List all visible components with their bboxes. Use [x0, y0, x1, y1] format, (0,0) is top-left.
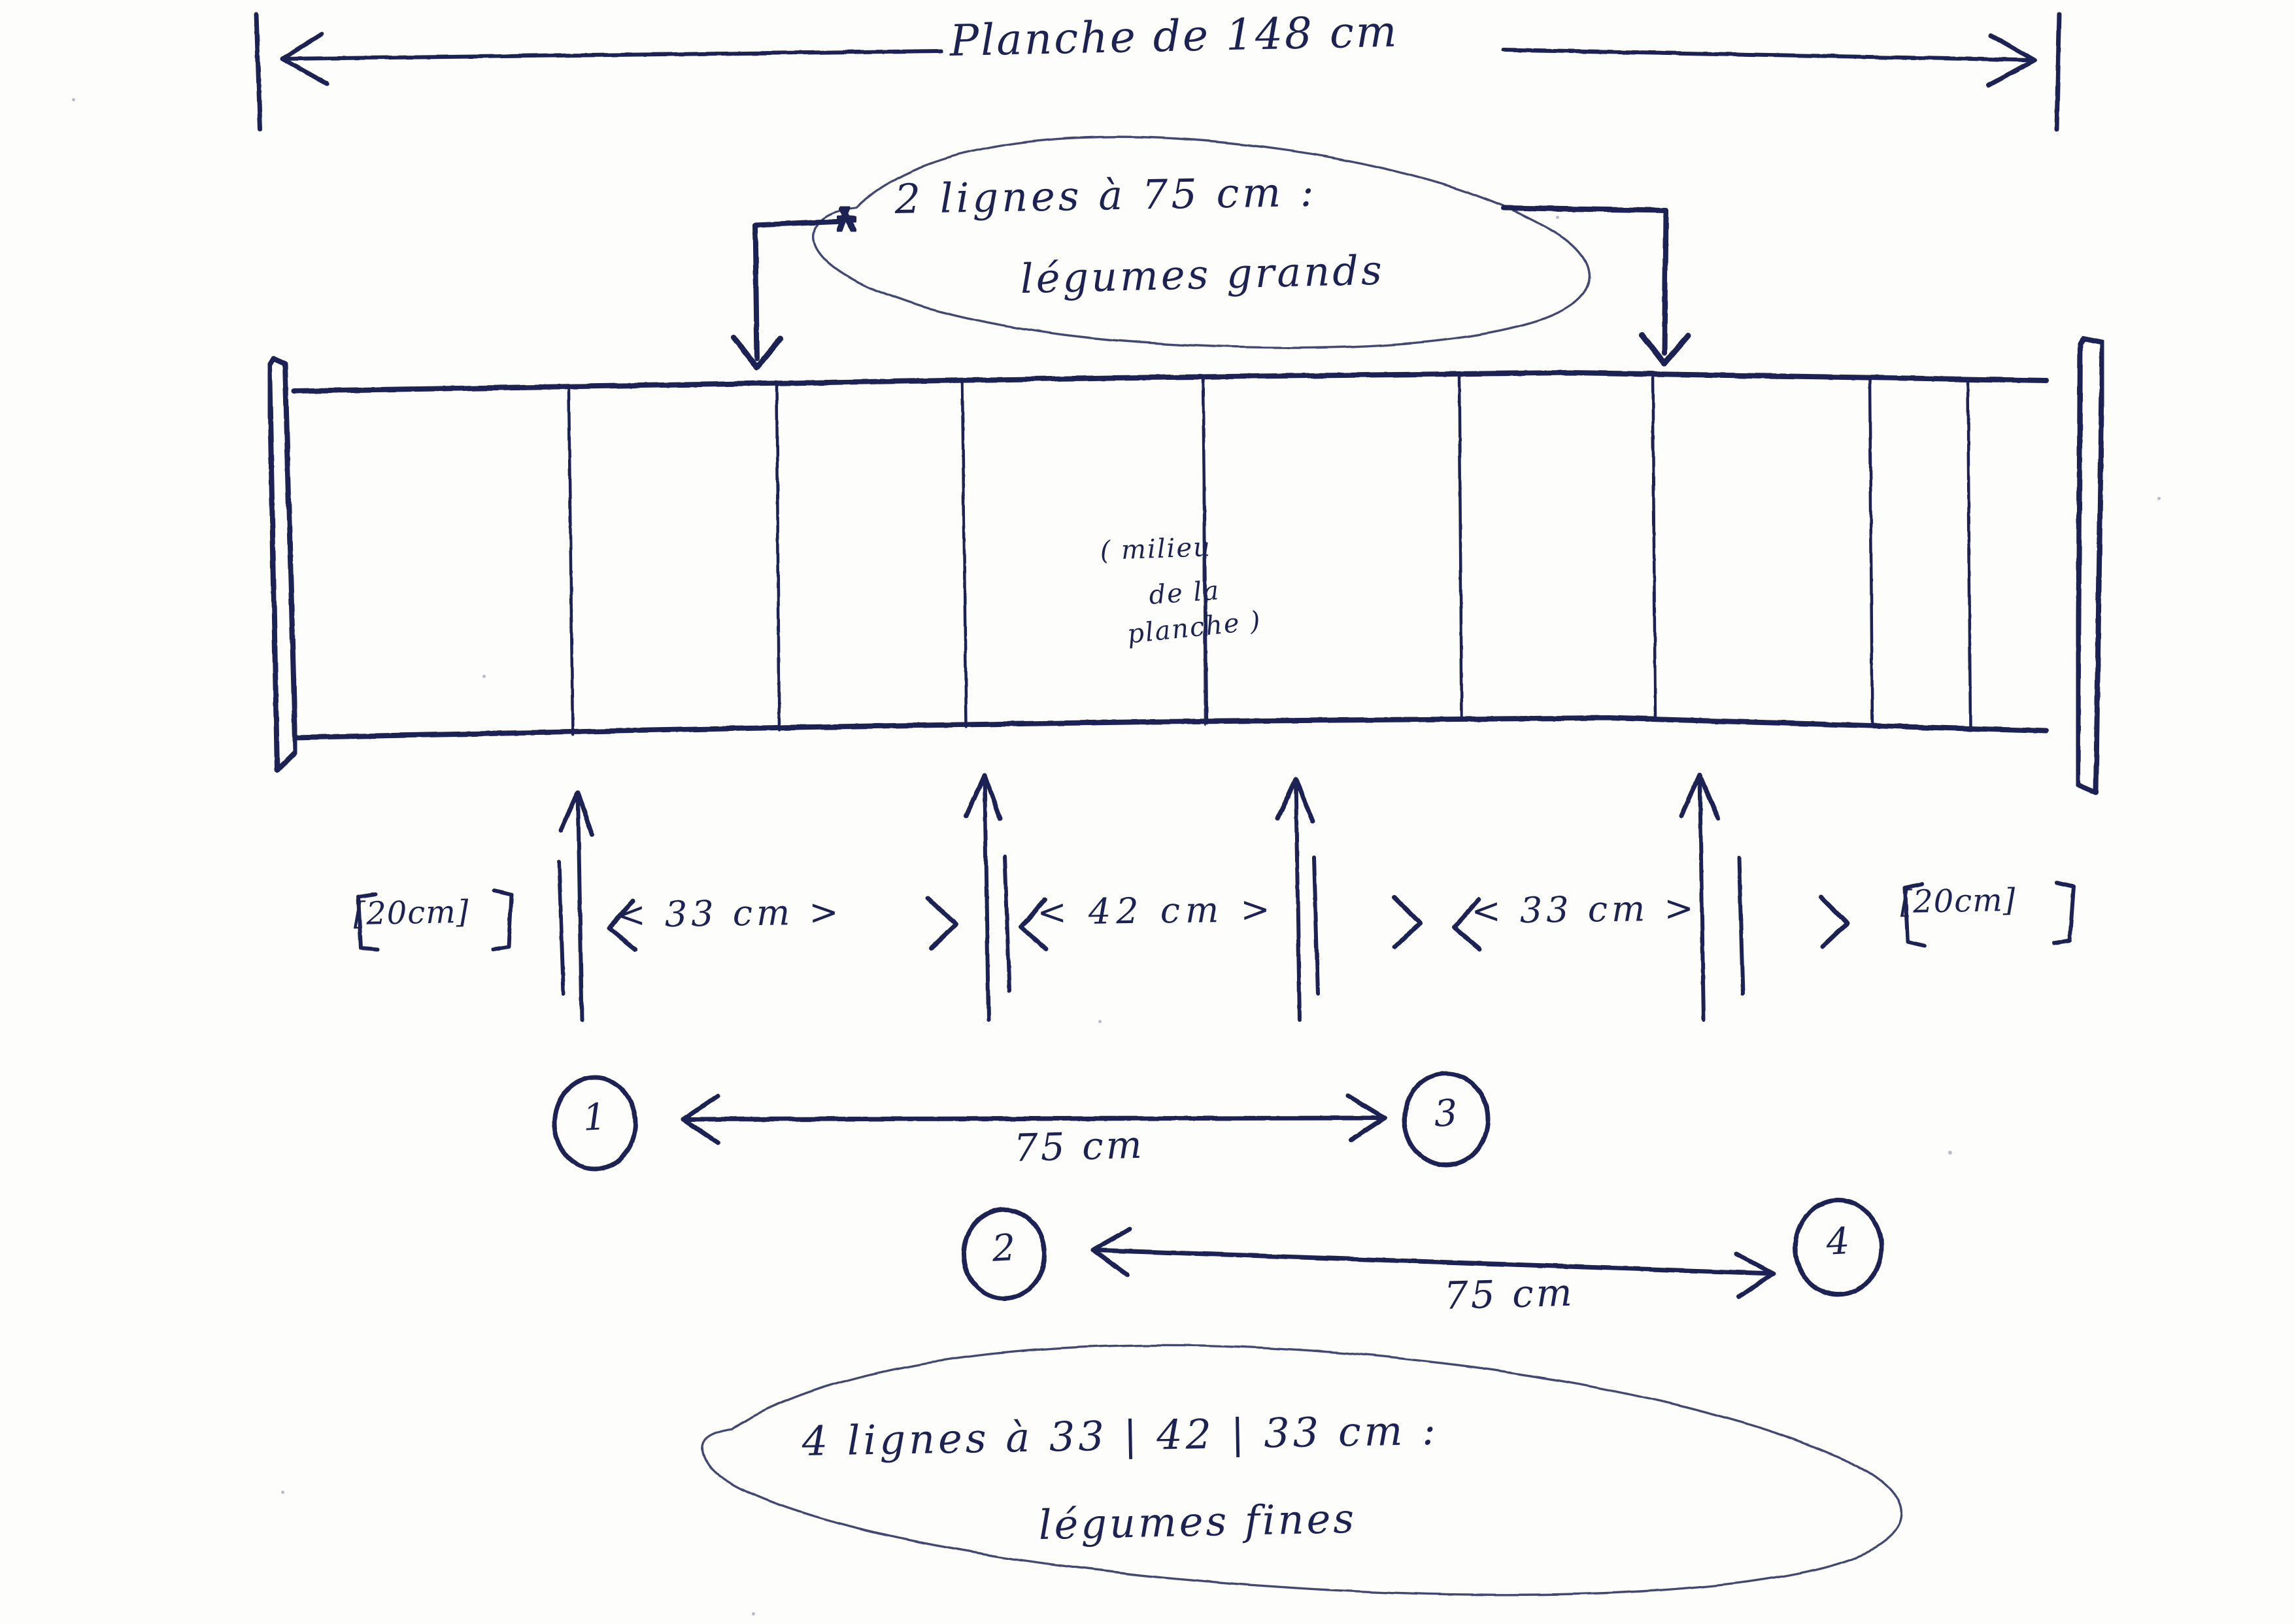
dimension-row-ticks: [557, 854, 1745, 996]
marker-label-3: 3: [1433, 1092, 1459, 1136]
board-center-line: [1201, 377, 1207, 726]
paper-speck: [1556, 216, 1559, 219]
row-arrows: [558, 773, 1721, 1022]
paper-speck: [1948, 1151, 1952, 1155]
dimension-chevrons: [607, 894, 1850, 952]
row-arrow-1: [558, 790, 595, 1022]
row-arrow-2: [964, 773, 1003, 1022]
bottom-callout-ellipse: [701, 1344, 1903, 1597]
dimension-label-33cm-right: < 33 cm >: [1471, 887, 1698, 932]
board-division-lines: [567, 372, 1972, 737]
row-arrow-4: [1679, 773, 1721, 1022]
top-callout-line-2: légumes grands: [1020, 246, 1385, 303]
paper-speck: [281, 1491, 284, 1494]
ink-blot: [835, 205, 858, 233]
bracket-marks: [356, 881, 2076, 951]
board-center-note-line-2: de la: [1148, 575, 1221, 611]
marker-label-1: 1: [582, 1096, 607, 1140]
spacing-label-2-4: 75 cm: [1443, 1270, 1576, 1318]
marker-circle-4: [1793, 1198, 1884, 1297]
board-outline: [292, 370, 2049, 740]
marker-circle-2: [961, 1207, 1047, 1301]
paper-speck: [752, 1612, 755, 1616]
dimension-label-33cm-left: < 33 cm >: [616, 891, 843, 936]
top-callout-ellipse: [812, 135, 1591, 349]
dimension-label-42cm: < 42 cm >: [1037, 888, 1276, 933]
board-center-note-line-1: ( milieu: [1100, 532, 1212, 566]
top-dimension-label: Planche de 148 cm: [949, 6, 1400, 66]
marker-circle-3: [1402, 1071, 1491, 1168]
board-left-post: [267, 356, 298, 773]
top-dimension-line: [254, 12, 2062, 132]
callout-leader-left: [730, 218, 846, 371]
row-arrow-3: [1275, 777, 1315, 1022]
board-right-post: [2075, 336, 2105, 795]
paper-speck: [2157, 497, 2161, 500]
callout-leader-right: [1501, 205, 1691, 367]
paper-speck: [482, 675, 486, 678]
spacing-arrow-1-3: [681, 1093, 1387, 1145]
dimension-label-left-20cm: [20cm]: [353, 893, 469, 932]
marker-label-4: 4: [1825, 1220, 1851, 1264]
bottom-callout-line-2: légumes fines: [1038, 1494, 1357, 1549]
marker-circle-1: [552, 1075, 638, 1172]
paper-speck: [72, 98, 75, 101]
spacing-arrow-2-4: [1090, 1226, 1776, 1300]
paper-speck: [1098, 1020, 1102, 1023]
spacing-label-1-3: 75 cm: [1013, 1122, 1145, 1170]
marker-label-2: 2: [991, 1226, 1017, 1270]
dimension-label-right-20cm: [20cm]: [1900, 881, 2016, 921]
top-callout-line-1: 2 lignes à 75 cm :: [894, 167, 1318, 223]
